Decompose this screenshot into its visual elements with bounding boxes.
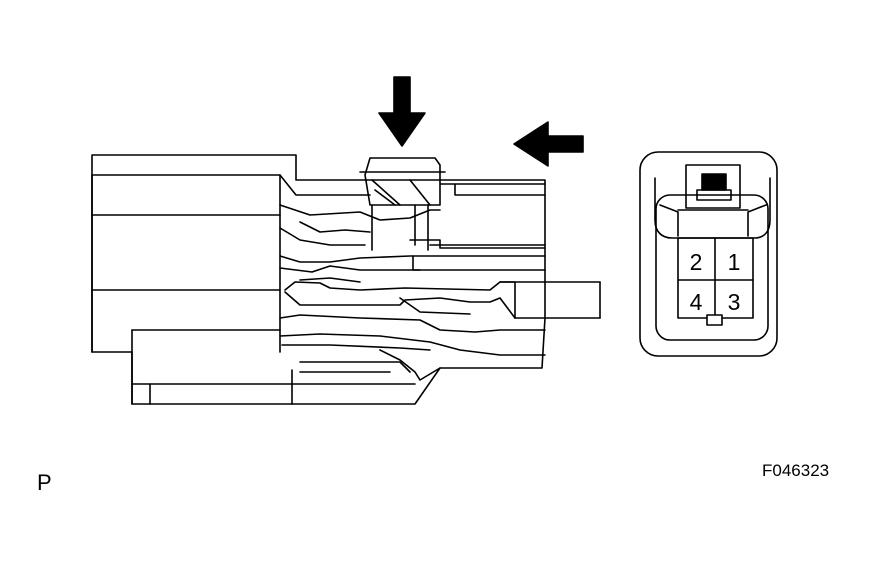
pin-number-4: 4 bbox=[690, 289, 703, 315]
corner-label: P bbox=[37, 470, 52, 495]
pin-number-1: 1 bbox=[728, 249, 741, 275]
connector-face bbox=[639, 151, 778, 357]
figure-code: F046323 bbox=[762, 461, 829, 480]
pin-number-3: 3 bbox=[728, 289, 741, 315]
left-arrow-icon bbox=[513, 121, 584, 167]
pin-number-2: 2 bbox=[690, 249, 703, 275]
connector-side-view bbox=[91, 154, 601, 405]
down-arrow-icon bbox=[378, 76, 426, 147]
